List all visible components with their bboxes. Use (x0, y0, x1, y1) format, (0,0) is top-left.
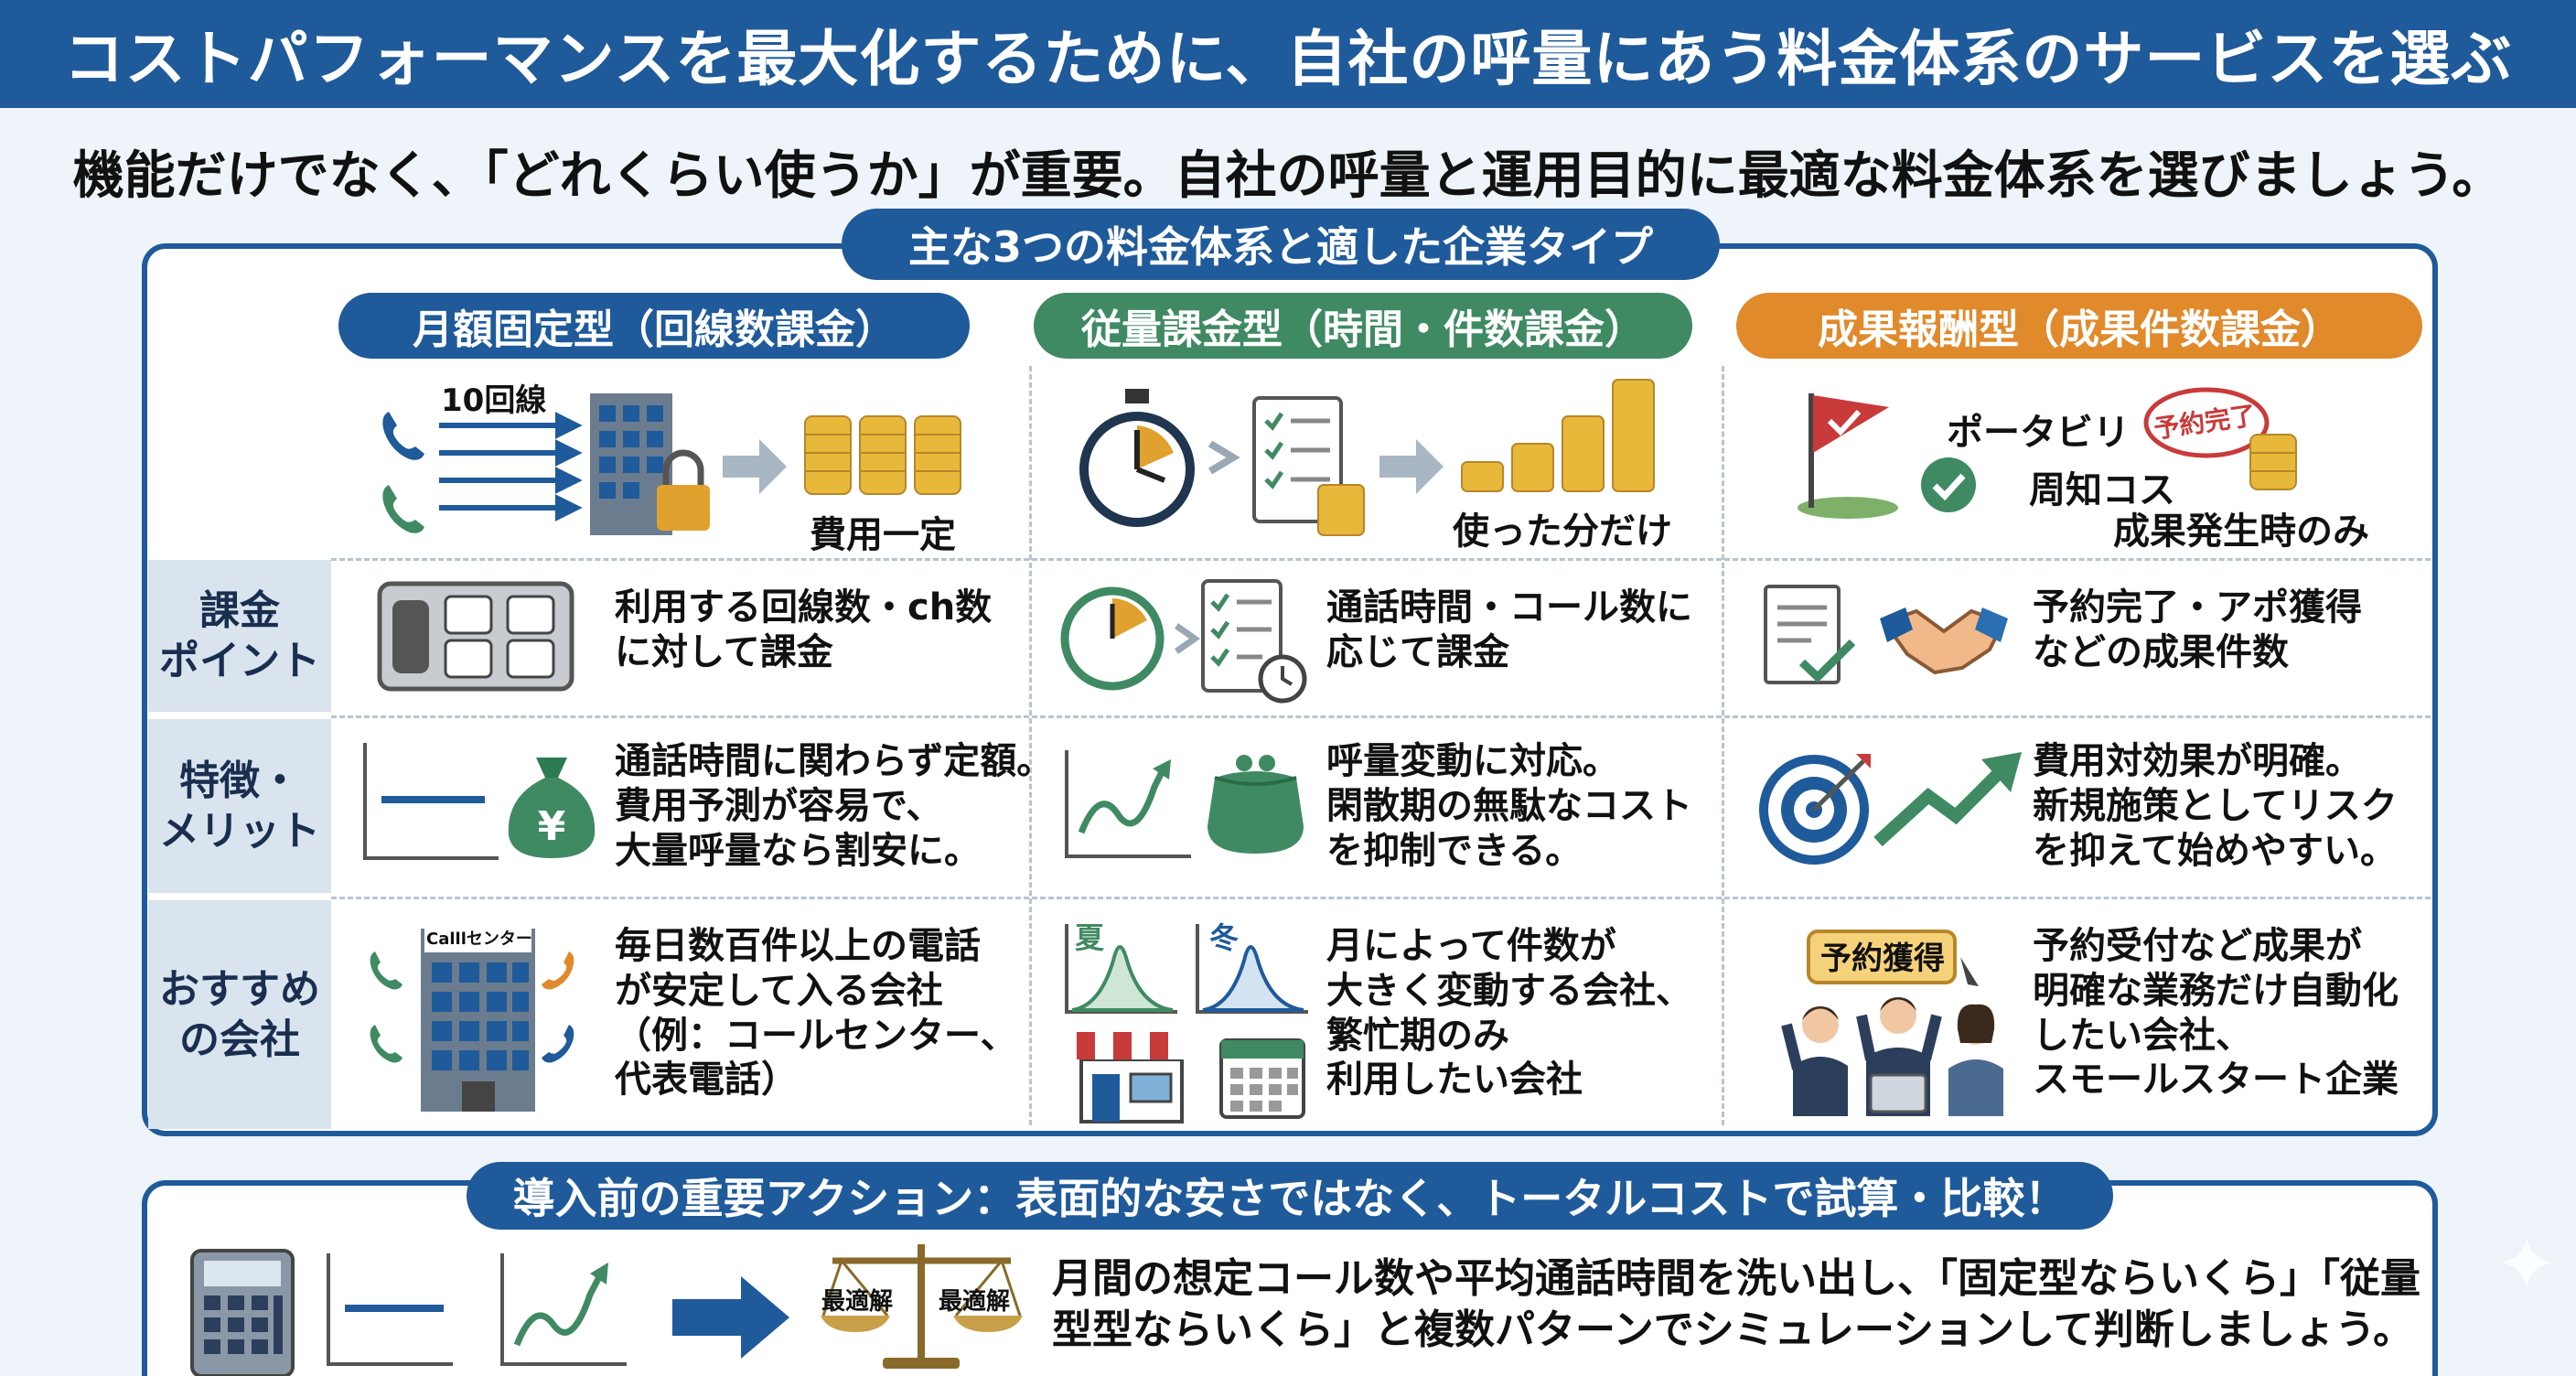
features-performance: 費用対効果が明確。新規施策としてリスクを抑えて始めやすい。 (2033, 740, 2398, 872)
row-separator (331, 558, 2431, 561)
sparkle-icon (2499, 1235, 2554, 1290)
clock-icon (1060, 586, 1165, 691)
flag-icon (1798, 393, 1898, 519)
money-bag-icon: ¥ (508, 758, 596, 858)
recommended-metered: 月によって件数が大きく変動する会社、繁忙期のみ利用したい会社 (1326, 925, 1692, 1102)
portability-label: ポータビリ (1947, 412, 2130, 454)
scale-label-right: 最適解 (939, 1288, 1011, 1316)
phone-icon (382, 412, 424, 533)
column-divider (1722, 366, 1724, 1125)
summer-distribution-icon (1065, 924, 1177, 1014)
panel-heading: 主な3つの料金体系と適した企業タイプ (842, 209, 1720, 280)
call-center-building-icon (370, 929, 574, 1112)
row-label-recommended: おすすめの会社 (148, 900, 331, 1129)
action-description: 月間の想定コール数や平均通話時間を洗い出し、「固定型ならいくら」「従量型型ならい… (1052, 1255, 2420, 1354)
stamp-icon (2143, 387, 2270, 458)
calendar-icon (1219, 1038, 1305, 1119)
outcome-only-label: 成果発生時のみ (2113, 511, 2369, 553)
handshake-icon (1880, 607, 2008, 675)
billing-point-metered: 通話時間・コール数に応じて課金 (1326, 586, 1692, 673)
arrow-right-icon (723, 439, 787, 494)
flat-line-chart-icon (363, 743, 499, 860)
variable-line-chart-icon (1065, 750, 1191, 858)
row-separator (331, 897, 2431, 899)
line-arrows-icon (439, 412, 583, 521)
action-heading: 導入前の重要アクション：表面的な安さではなく、トータルコストで試算・比較！ (467, 1162, 2113, 1230)
building-sign: Calllセンター (426, 930, 532, 949)
call-log-icon (1201, 579, 1307, 704)
column-divider (1029, 366, 1032, 1125)
row-separator (331, 715, 2431, 718)
column-header-performance: 成果報酬型（成果件数課金） (1736, 293, 2422, 359)
coin-stacks-icon (804, 415, 961, 495)
page-subtitle: 機能だけでなく、「どれくらい使うか」が重要。自社の呼量と運用目的に最適な料金体系… (72, 146, 2504, 206)
checklist-icon (1252, 396, 1365, 536)
stopwatch-icon (1079, 389, 1195, 527)
growing-coins-icon (1461, 379, 1655, 492)
balance-scale-icon (821, 1244, 1023, 1369)
column-header-fixed: 月額固定型（回線数課金） (338, 293, 970, 359)
svg-text:¥: ¥ (538, 803, 566, 850)
arrow-right-icon (672, 1276, 789, 1359)
billing-point-performance: 予約完了・アポ獲得などの成果件数 (2033, 586, 2362, 673)
summer-label: 夏 (1075, 920, 1105, 955)
celebrating-team-icon (1781, 997, 2003, 1116)
lines-label: 10回線 (441, 382, 547, 419)
scale-label-left: 最適解 (821, 1288, 894, 1316)
coin-stack-icon (2249, 434, 2297, 490)
winter-distribution-icon (1196, 924, 1308, 1014)
building-lock-icon (590, 393, 710, 535)
calculator-icon (190, 1249, 295, 1376)
coin-purse-icon (1208, 755, 1304, 854)
chevron-right-icon (1174, 623, 1201, 654)
check-circle-icon (1921, 457, 1976, 512)
usage-cost-caption: 使った分だけ (1453, 511, 1672, 553)
page-title: コストパフォーマンスを最大化するために、自社の呼量にあう料金体系のサービスを選ぶ (0, 0, 2576, 108)
row-label-features: 特徴・メリット (148, 719, 331, 893)
row-label-billing-point: 課金ポイント (148, 560, 331, 712)
features-fixed: 通話時間に関わらず定額。費用予測が容易で、大量呼量なら割安に。 (615, 740, 1054, 872)
outlet-panel-icon (377, 581, 574, 692)
billing-point-fixed: 利用する回線数・ch数に対して課金 (615, 586, 993, 673)
reservation-sign-label: 予約獲得 (1820, 941, 1945, 977)
target-icon (1759, 754, 1871, 865)
chevron-right-icon (1208, 440, 1240, 475)
arrow-right-icon (1379, 439, 1444, 494)
contract-icon (1764, 585, 1856, 684)
trend-up-arrow-icon (1873, 752, 2022, 847)
fixed-cost-caption: 費用一定 (810, 514, 956, 556)
recommended-performance: 予約受付など成果が明確な業務だけ自動化したい会社、スモールスタート企業 (2033, 925, 2399, 1102)
reservation-sign-icon (1807, 930, 1979, 986)
shop-icon (1077, 1032, 1186, 1123)
recommended-fixed: 毎日数百件以上の電話が安定して入る会社（例：コールセンター、代表電話） (615, 925, 1017, 1102)
awareness-cost-label: 周知コス (2029, 469, 2175, 511)
flat-line-chart-icon (327, 1253, 453, 1366)
winter-label: 冬 (1209, 920, 1240, 955)
column-header-metered: 従量課金型（時間・件数課金） (1034, 293, 1692, 359)
features-metered: 呼量変動に対応。閑散期の無駄なコストを抑制できる。 (1326, 740, 1692, 872)
variable-line-chart-icon (500, 1253, 627, 1366)
